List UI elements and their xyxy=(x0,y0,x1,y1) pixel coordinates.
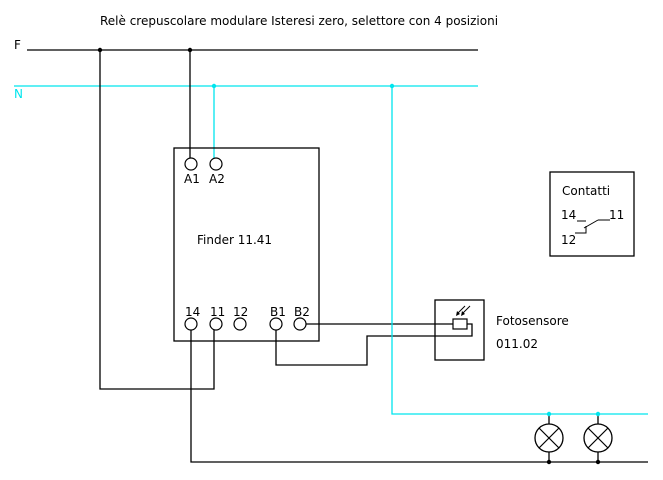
lamp-2 xyxy=(583,411,613,465)
wire-n-lamps xyxy=(391,86,648,415)
photoresistor-icon xyxy=(452,305,471,330)
lamp-1 xyxy=(534,411,564,465)
wire-b1-sensor xyxy=(275,323,473,366)
photosensor-label: Fotosensore xyxy=(496,314,569,328)
terminal-11[interactable] xyxy=(209,317,223,331)
contact-nc-label: 12 xyxy=(561,233,576,247)
terminal-b1-label: B1 xyxy=(270,305,286,319)
terminal-a1-label: A1 xyxy=(184,172,200,186)
terminal-b2[interactable] xyxy=(293,317,307,331)
relay-name: Finder 11.41 xyxy=(197,233,272,247)
wire-f-11 xyxy=(99,50,215,390)
terminal-b1[interactable] xyxy=(269,317,283,331)
relay-module xyxy=(173,147,320,342)
phase-label: F xyxy=(14,38,21,52)
contact-no-label: 14 xyxy=(561,208,576,222)
photosensor-box xyxy=(434,299,485,361)
terminal-12[interactable] xyxy=(233,317,247,331)
contacts-legend-title: Contatti xyxy=(562,184,610,198)
contact-symbol-icon xyxy=(575,219,610,234)
diagram-title: Relè crepuscolare modulare Isteresi zero… xyxy=(100,14,498,28)
neutral-label: N xyxy=(14,87,23,101)
terminal-a2-label: A2 xyxy=(209,172,225,186)
contact-common-label: 11 xyxy=(609,208,624,222)
terminal-b2-label: B2 xyxy=(294,305,310,319)
terminal-14-label: 14 xyxy=(185,305,200,319)
contacts-legend-box xyxy=(549,171,635,257)
terminal-11-label: 11 xyxy=(210,305,225,319)
terminal-12-label: 12 xyxy=(233,305,248,319)
wire-14-lamps xyxy=(190,330,648,463)
terminal-a2[interactable] xyxy=(209,157,223,171)
terminal-14[interactable] xyxy=(184,317,198,331)
photosensor-model: 011.02 xyxy=(496,337,538,351)
terminal-a1[interactable] xyxy=(184,157,198,171)
